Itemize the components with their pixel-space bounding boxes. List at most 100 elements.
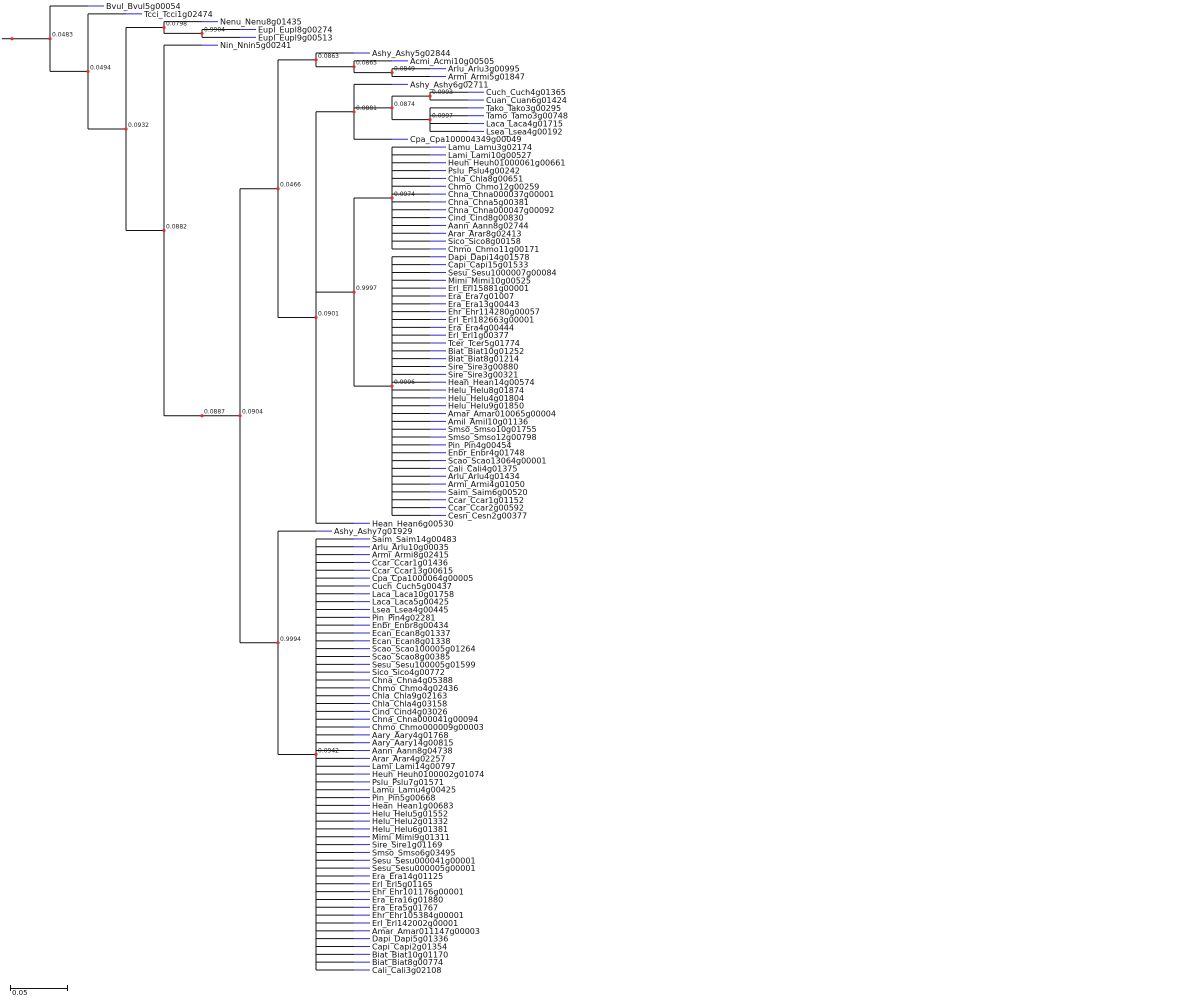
leaf-label: Scao_Scao8g00385 bbox=[372, 653, 450, 662]
leaf-label: Capi_Capi2g01354 bbox=[372, 942, 447, 951]
leaf-label: Chna_Chna5g00381 bbox=[448, 198, 529, 207]
leaf-label: Tako_Tako3g00295 bbox=[485, 104, 561, 113]
node-marker bbox=[200, 31, 204, 36]
leaf-label: Armi_Armi4g01050 bbox=[448, 480, 525, 489]
leaf-label: Saim_Saim6g00520 bbox=[448, 488, 528, 497]
leaf-label: Chla_Chla4g03158 bbox=[372, 700, 447, 709]
leaf-label: Helu_Helu5g01552 bbox=[372, 809, 448, 818]
node-marker bbox=[390, 196, 394, 200]
leaf-label: Nenu_Nenu8g01435 bbox=[220, 18, 302, 27]
leaf-label: Erl_Erl182663g00001 bbox=[448, 315, 534, 324]
leaf-label: Cpa_Cpa1000064g00005 bbox=[372, 574, 473, 583]
leaf-label: Pslu_Pslu7g01571 bbox=[372, 778, 444, 787]
leaf-label: Cali_Cali3g02108 bbox=[372, 966, 441, 975]
leaf-label: Biat_Biat8g00774 bbox=[372, 958, 443, 967]
leaf-label: Erl_Erl5g01165 bbox=[372, 880, 433, 889]
support-value: 0.9997 bbox=[356, 285, 377, 292]
leaf-label: Dapi_Dapi5g01336 bbox=[372, 935, 448, 944]
leaf-label: Erl_Erl15881g00001 bbox=[448, 284, 529, 293]
node-marker bbox=[390, 384, 394, 388]
leaf-label: Pin_Pin4g02281 bbox=[372, 613, 436, 622]
leaf-label: Ashy_Ashy7g01929 bbox=[334, 527, 413, 536]
leaf-label: Sire_Sire3g00321 bbox=[448, 370, 518, 379]
leaf-label: Tcci_Tcci1g02474 bbox=[143, 10, 213, 19]
leaf-label: Era_Era4g00444 bbox=[448, 323, 514, 332]
leaf-label: Aary_Aary14g00815 bbox=[372, 739, 454, 748]
leaf-label: Laca_Laca10g01758 bbox=[372, 590, 454, 599]
leaf-label: Hean_Hean1g00683 bbox=[372, 801, 453, 810]
leaf-label: Lami_Lami14g00797 bbox=[372, 762, 455, 771]
leaf-label: Ccar_Ccar13g00615 bbox=[372, 566, 453, 575]
leaf-label: Dapi_Dapi14g01578 bbox=[448, 253, 529, 262]
node-marker bbox=[276, 641, 280, 645]
leaf-label: Scao_Scao13064g00001 bbox=[448, 457, 547, 466]
leaf-label: Tamo_Tamo3g00748 bbox=[485, 112, 568, 121]
node-marker bbox=[314, 58, 318, 62]
support-value: 0.0849 bbox=[394, 66, 415, 73]
leaf-label: Enbr_Enbr4g01748 bbox=[448, 449, 525, 458]
leaf-label: Helu_Helu2g01332 bbox=[372, 817, 448, 826]
leaf-label: Nin_Nnin5g00241 bbox=[220, 41, 291, 50]
leaf-label: Mimi_Mimi10g00525 bbox=[448, 276, 531, 285]
leaf-label: Era_Era16g01880 bbox=[372, 895, 443, 904]
leaf-label: Bvul_Bvul5g00054 bbox=[106, 2, 181, 11]
leaf-label: Eupl_Eupl9g00513 bbox=[258, 33, 332, 42]
leaf-label: Heuh_Heuh0100002g01074 bbox=[372, 770, 484, 779]
node-marker bbox=[390, 106, 394, 110]
node-marker bbox=[352, 290, 356, 294]
leaf-label: Saim_Saim14g00483 bbox=[372, 535, 457, 544]
node-marker bbox=[162, 228, 166, 233]
leaf-label: Chna_Chna4g05388 bbox=[372, 676, 453, 685]
support-value: 0.0974 bbox=[394, 191, 415, 198]
scale-bar-label: 0.05 bbox=[12, 989, 28, 997]
leaf-label: Ehr_Ehr105384g00001 bbox=[372, 911, 464, 920]
leaf-label: Amil_Amil10g01136 bbox=[448, 417, 528, 426]
leaf-label: Scao_Scao100005g01264 bbox=[372, 645, 476, 654]
leaf-label: Ashy_Ashy5g02844 bbox=[372, 49, 451, 58]
support-value: 0.9996 bbox=[394, 379, 415, 386]
support-value: 0.9904 bbox=[204, 26, 225, 33]
support-value: 0.0881 bbox=[356, 105, 377, 112]
support-value: 0.0483 bbox=[52, 32, 73, 39]
support-value: 0.9994 bbox=[280, 636, 301, 643]
leaf-label: Cuan_Cuan6g01424 bbox=[486, 96, 567, 105]
leaf-label: Lami_Lami10g00527 bbox=[448, 151, 531, 160]
leaf-label: Lamu_Lamu4g00425 bbox=[372, 786, 456, 795]
leaf-label: Helu_Helu8g01874 bbox=[448, 386, 524, 395]
leaf-label: Era_Era14g01125 bbox=[372, 872, 443, 881]
support-value: 0.0901 bbox=[318, 311, 339, 318]
node-marker bbox=[162, 25, 166, 30]
leaf-label: Sesu_Sesu1000007g00084 bbox=[448, 268, 557, 277]
leaf-label: Aann_Aann8g04738 bbox=[372, 747, 453, 756]
support-value: 0.0942 bbox=[318, 747, 339, 754]
leaf-label: Biat_Biat10g01170 bbox=[372, 950, 448, 959]
leaf-label: Cuch_Cuch4g01365 bbox=[486, 88, 566, 97]
leaf-label: Sico_Sico4g00772 bbox=[372, 668, 445, 677]
leaf-label: Mimi_Mimi9g01311 bbox=[372, 833, 450, 842]
leaf-label: Era_Era13g00443 bbox=[448, 300, 519, 309]
scale-bar-tick-left bbox=[10, 985, 11, 991]
node-marker bbox=[238, 414, 242, 418]
leaf-label: Lsea_Lsea4g00192 bbox=[486, 127, 563, 136]
leaf-label: Chna_Chna000037g00001 bbox=[448, 190, 554, 199]
node-marker bbox=[390, 71, 394, 75]
leaf-label: Ccar_Ccar1g01436 bbox=[372, 558, 448, 567]
support-value: 0.0874 bbox=[394, 101, 415, 108]
leaf-label: Chna_Chna000047g00092 bbox=[448, 206, 554, 215]
support-value: 0.0798 bbox=[166, 21, 187, 28]
node-marker bbox=[428, 94, 432, 98]
leaf-label: Aann_Aann8g02744 bbox=[448, 221, 529, 230]
leaf-label: Smso_Smso12g00798 bbox=[448, 433, 537, 442]
scale-bar-tick-right bbox=[67, 985, 68, 991]
node-marker bbox=[352, 65, 356, 69]
node-marker bbox=[276, 187, 280, 191]
leaf-label: Helu_Helu4g01804 bbox=[448, 394, 524, 403]
leaf-label: Enbr_Enbr8g00434 bbox=[372, 621, 449, 630]
leaf-label: Erl_Erl1g00377 bbox=[448, 331, 509, 340]
leaf-label: Ccar_Ccar2g00592 bbox=[448, 504, 524, 513]
scale-bar-line bbox=[10, 988, 68, 989]
leaf-label: Era_Era7g01007 bbox=[448, 292, 514, 301]
leaf-label: Ehr_Ehr101176g00001 bbox=[372, 888, 464, 897]
leaf-label: Chna_Chna000041g00094 bbox=[372, 715, 478, 724]
